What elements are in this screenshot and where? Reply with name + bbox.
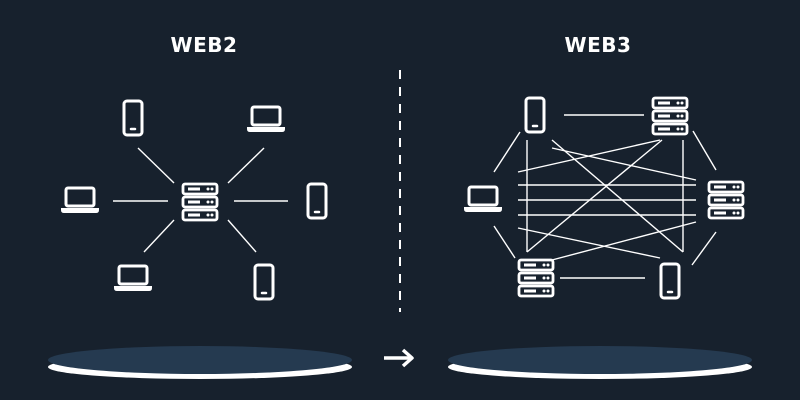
server-icon: [707, 180, 745, 220]
server-icon: [517, 258, 555, 298]
web3-link: [551, 221, 697, 261]
web3-platform: [448, 346, 752, 379]
web3-link: [526, 139, 663, 253]
laptop-icon: [245, 105, 287, 134]
web3-link: [517, 227, 661, 259]
web2-link: [143, 219, 175, 253]
laptop-icon: [112, 264, 154, 293]
web3-link: [692, 130, 717, 171]
phone-icon: [659, 262, 681, 300]
web2-connections: [113, 147, 288, 253]
laptop-icon: [462, 185, 504, 214]
web2-link: [227, 219, 257, 253]
web3-link: [691, 231, 717, 266]
web3-link: [551, 139, 684, 253]
laptop-icon: [59, 186, 101, 215]
phone-icon: [122, 99, 144, 137]
web3-link: [493, 131, 521, 173]
web3-link: [493, 225, 516, 259]
phone-icon: [306, 182, 328, 220]
web2-link: [227, 147, 265, 184]
phone-icon: [524, 96, 546, 134]
web3-link: [551, 147, 697, 181]
web2-title: WEB2: [170, 33, 238, 57]
web2-platform: [48, 346, 352, 379]
web2-link: [137, 147, 175, 184]
server-icon: [651, 96, 689, 136]
phone-icon: [253, 263, 275, 301]
web3-title: WEB3: [564, 33, 632, 57]
arrow-right-icon: [384, 348, 414, 368]
web3-connections: [493, 114, 717, 279]
server-icon: [181, 182, 219, 222]
